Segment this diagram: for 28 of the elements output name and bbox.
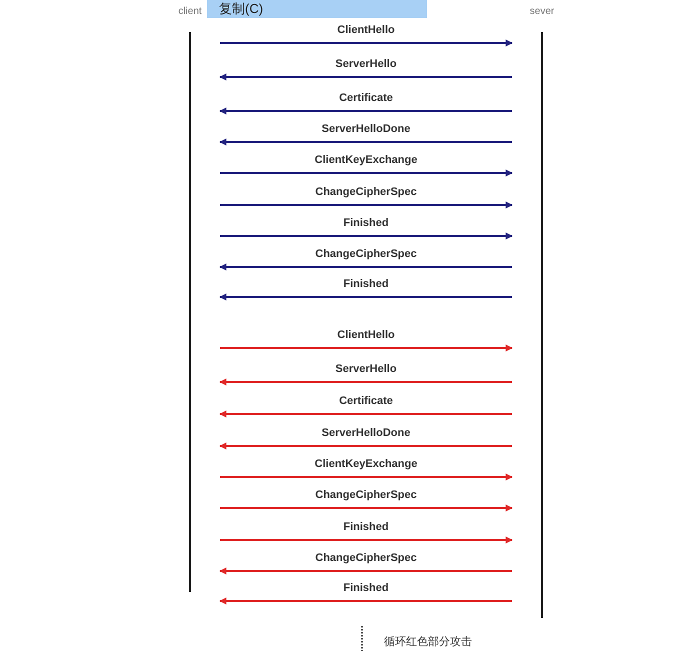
- message-arrow: [219, 442, 512, 450]
- message-arrow: [219, 108, 512, 114]
- message-arrow: [219, 598, 512, 604]
- message-arrow: [220, 170, 513, 176]
- message-arrow: [219, 378, 512, 386]
- message-arrow: [220, 202, 513, 208]
- message-arrow: [219, 264, 512, 270]
- edge-label: ChangeCipherSpec: [313, 489, 419, 502]
- edge-label: ClientKeyExchange: [312, 154, 420, 167]
- edge-label: ChangeCipherSpec: [313, 248, 419, 261]
- message-arrow: [219, 74, 512, 80]
- message-arrow: [220, 536, 513, 544]
- message-arrow: [220, 474, 513, 480]
- note-text: 循环红色部分攻击: [384, 636, 472, 649]
- message-arrow: [219, 294, 512, 300]
- participant-label: client: [178, 6, 202, 18]
- message-arrow: [219, 138, 512, 146]
- message-arrow: [220, 40, 513, 46]
- menu-item: 复制(C): [207, 0, 427, 18]
- edge-label: ChangeCipherSpec: [313, 186, 419, 199]
- message-arrow: [220, 232, 513, 240]
- message-arrow: [220, 504, 513, 512]
- message-arrow: [219, 410, 512, 418]
- edge-label: ClientKeyExchange: [312, 458, 420, 471]
- participant-label: sever: [530, 6, 554, 18]
- message-arrow: [220, 344, 513, 352]
- edge-label: ChangeCipherSpec: [313, 552, 419, 565]
- message-arrow: [219, 568, 512, 574]
